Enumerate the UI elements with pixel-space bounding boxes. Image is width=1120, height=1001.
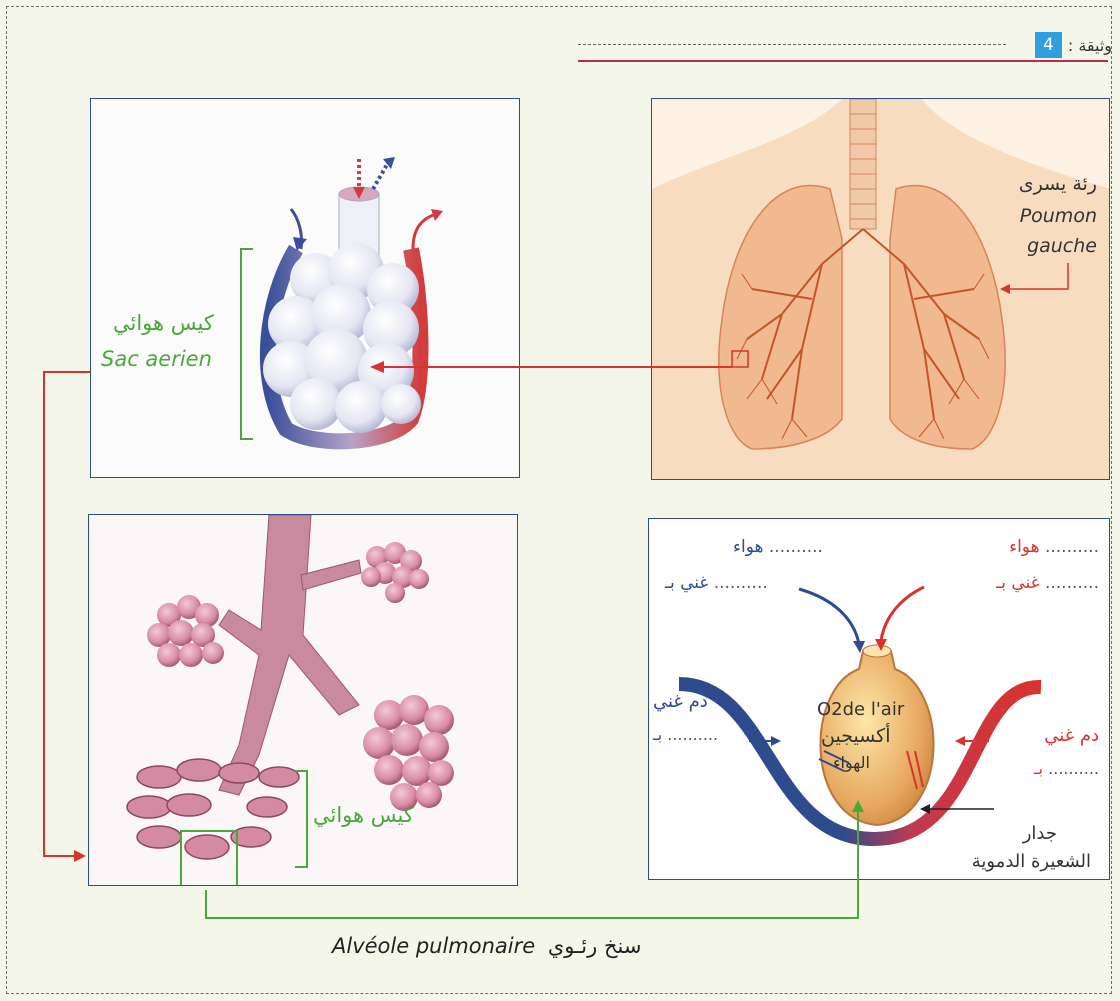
sac-label-fr: Sac aerien [101,347,212,371]
blood-left-sub: .......... بـ [653,725,718,744]
red-arrow-out [413,214,436,249]
caption-fr: Alvéole pulmonaire [332,934,535,958]
alveole-panel: .......... هواء .......... غني بـ دم غني… [648,518,1110,880]
document-number-badge: 4 [1035,32,1062,58]
air-right-text: هواء [1009,537,1039,557]
air-out-arrow [373,161,389,189]
blood-right-sub-text: بـ [1034,759,1043,778]
blood-left-dots: .......... [667,725,718,744]
header-rule [578,60,1108,62]
air-left-dots: .......... [769,537,823,557]
document-label: وثيقة : [1068,36,1112,55]
wall-label-2: الشعيرة الدموية [972,851,1091,872]
rich-right-text: غني بـ [996,573,1039,593]
caption-ar: سنخ رئـوي [548,934,642,958]
blood-blue-arrow [771,736,781,746]
lungs-panel: رئة يسرى Poumon gauche [651,98,1110,480]
opened-air-sac [127,759,299,859]
lungs-illustration [652,99,1110,480]
air-left-text: هواء [733,537,763,557]
bronchial-tree-panel: كيس هوائي [88,514,518,886]
air-left-label: .......... هواء [733,537,823,557]
bronchiole-trunk [219,515,359,795]
header-dotted-line [578,44,1006,45]
rich-left-text: غني بـ [665,573,708,593]
tree-sac-bracket [295,771,307,867]
air-red-arrow [881,587,924,641]
blood-red-arrow [955,736,965,746]
rich-left-label: .......... غني بـ [665,573,768,593]
air-right-dots: .......... [1045,537,1099,557]
rich-right-label: .......... غني بـ [996,573,1099,593]
lung-label-fr-2: gauche [1027,235,1097,257]
o2-ar-1: أكسيجين [821,725,890,747]
lung-label-fr-1: Poumon [1020,205,1097,227]
blood-right-dots: .......... [1048,759,1099,778]
sac-label-ar: كيس هوائي [113,311,214,335]
blood-right-label: دم غني [1044,725,1099,746]
o2-ar-2: الهواء [833,753,870,772]
wall-label-1: جدار [1023,823,1057,844]
air-sac-panel: كيس هوائي Sac aerien [90,98,520,478]
blood-left-label: دم غني [653,691,708,712]
alveoli-cluster-right [363,695,454,811]
blood-left-sub-text: بـ [653,725,662,744]
air-right-label: .......... هواء [1009,537,1099,557]
alveoli-cluster-top-right [361,542,429,603]
bronchial-tree-illustration [89,515,518,886]
tree-sac-label: كيس هوائي [313,803,414,827]
air-sac-illustration [91,99,520,478]
lung-label-ar: رئة يسرى [1019,173,1097,195]
wall-pointer [920,804,930,814]
rich-right-dots: .......... [1045,573,1099,593]
o2-label: O2de l'air [817,699,904,720]
document-header: وثيقة : 4 [1035,30,1112,60]
rich-left-dots: .......... [714,573,768,593]
blood-right-sub: .......... بـ [1034,759,1099,778]
alveoli-cluster-left [147,595,224,667]
caption: Alvéole pulmonaire سنخ رئـوي [332,934,641,958]
sac-bracket [241,249,253,439]
air-blue-arrow [799,589,859,644]
